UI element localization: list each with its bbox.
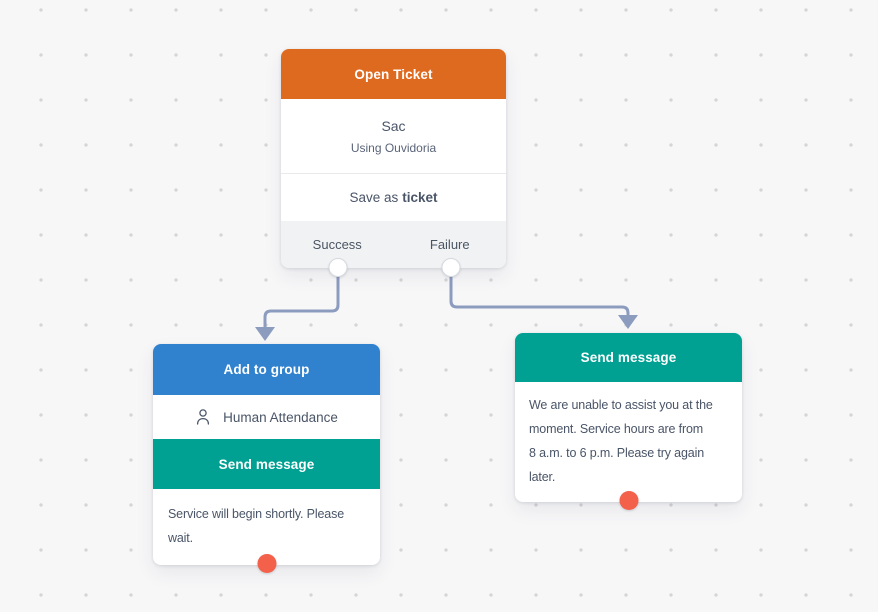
connector-failure — [449, 276, 630, 316]
person-icon — [195, 408, 211, 426]
connection-handle[interactable] — [257, 554, 276, 573]
add-to-group-message: Service will begin shortly. Please wait. — [168, 507, 344, 545]
node-send-message[interactable]: Send message We are unable to assist you… — [515, 333, 742, 510]
open-ticket-header: Open Ticket — [281, 49, 506, 99]
output-failure-label: Failure — [429, 237, 470, 252]
connector-failure-arrowhead — [618, 315, 638, 329]
add-to-group-header: Add to group — [153, 344, 380, 395]
send-message-header: Send message — [515, 333, 742, 382]
node-open-ticket[interactable]: Open Ticket Sac Using Ouvidoria Save as … — [281, 49, 506, 277]
group-target-row: Human Attendance — [153, 395, 380, 439]
output-port-failure[interactable] — [441, 258, 461, 277]
connection-handle[interactable] — [619, 491, 638, 510]
open-ticket-config: Sac Using Ouvidoria — [281, 99, 506, 174]
add-to-group-subheader: Send message — [153, 439, 380, 489]
node-add-to-group[interactable]: Add to group Human Attendance Send messa… — [153, 344, 380, 573]
ticket-action-emphasis: ticket — [402, 190, 438, 205]
ticket-action: Save as ticket — [281, 174, 506, 221]
open-ticket-outputs: Success Failure — [281, 221, 506, 268]
output-success-label: Success — [312, 237, 362, 252]
group-name: Human Attendance — [223, 409, 338, 425]
ticket-subtitle: Using Ouvidoria — [350, 140, 437, 155]
connector-success — [263, 276, 340, 328]
connector-success-arrowhead — [255, 327, 275, 341]
send-message-body: We are unable to assist you at the momen… — [529, 398, 713, 484]
ticket-action-prefix: Save as — [349, 190, 399, 205]
output-port-success[interactable] — [328, 258, 348, 277]
ticket-title: Sac — [381, 117, 406, 134]
